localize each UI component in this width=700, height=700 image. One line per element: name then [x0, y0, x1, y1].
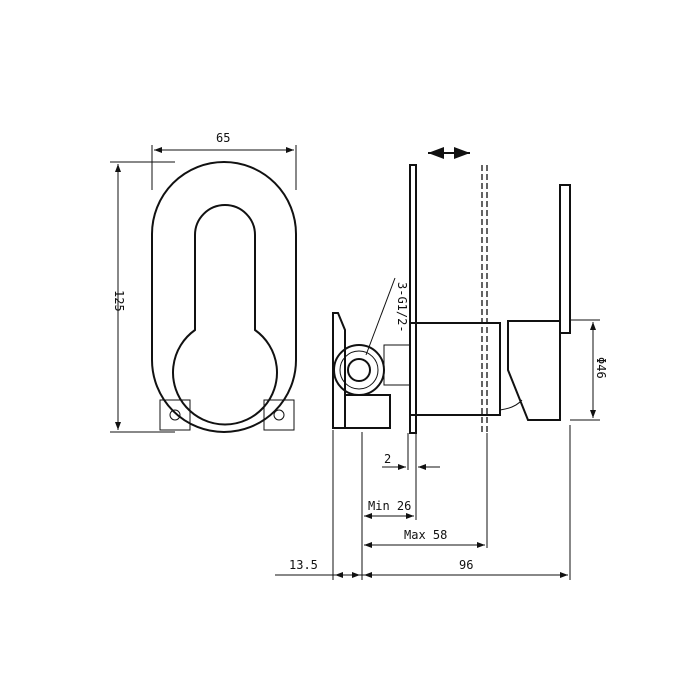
- plate-label: 2: [384, 452, 391, 466]
- max-label: Max 58: [404, 528, 447, 542]
- mount-bracket: [332, 312, 346, 429]
- min-label: Min 26: [368, 499, 411, 513]
- depth-label: 96: [459, 558, 473, 572]
- keyhole-recess: [172, 204, 278, 426]
- bracket-right: [263, 399, 295, 431]
- front-view: 65 125: [110, 131, 297, 433]
- outer-plate: [151, 161, 297, 433]
- width-label: 65: [216, 131, 230, 145]
- lever: [559, 184, 571, 334]
- thread-inlet: [333, 344, 385, 396]
- bracket-left: [159, 399, 191, 431]
- offset-label: 13.5: [289, 558, 318, 572]
- side-view: 3-G1/2- Φ46 2 Min 26 Max 58 96 13.5: [275, 147, 608, 580]
- height-label: 125: [112, 290, 126, 312]
- thread-label: 3-G1/2-: [395, 282, 409, 333]
- diameter-label: Φ46: [594, 357, 608, 379]
- handle-hub: [507, 320, 561, 421]
- wall-plate: [409, 164, 417, 434]
